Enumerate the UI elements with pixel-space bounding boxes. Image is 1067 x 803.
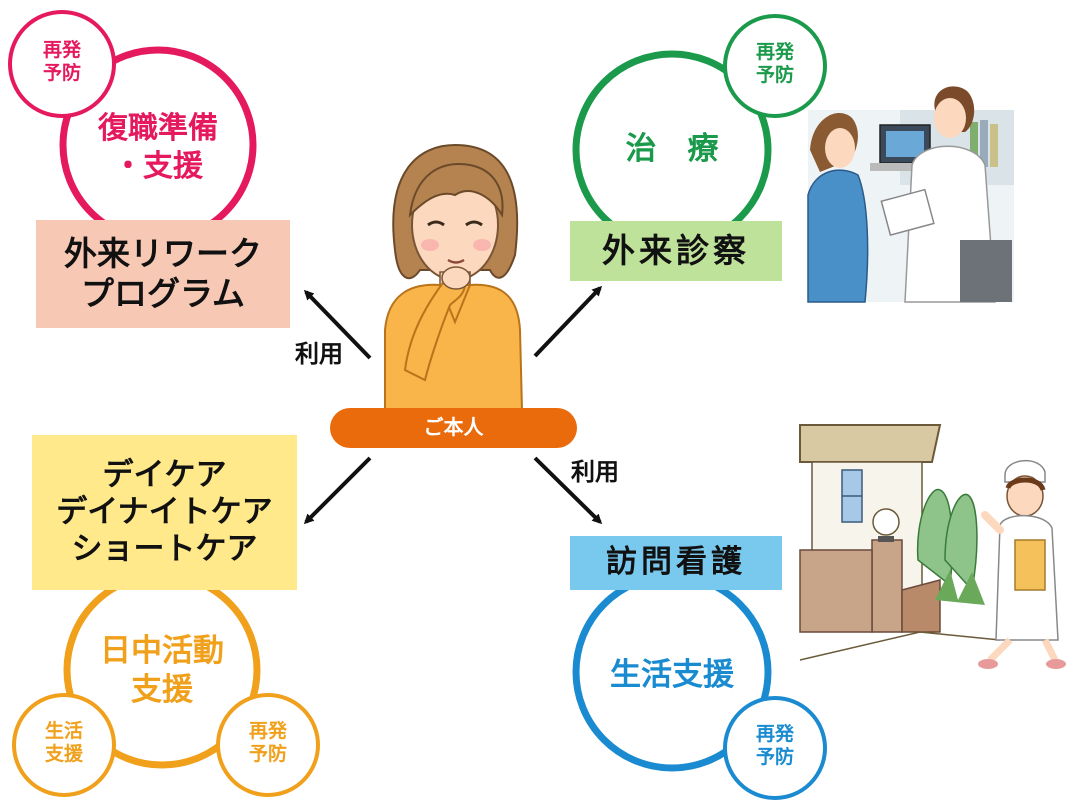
daytime-badge-left-line-2: 支援 xyxy=(44,742,83,765)
daycare-box-label: デイケア デイナイトケア ショートケア xyxy=(56,457,272,569)
life-support-badge-circle xyxy=(723,696,827,800)
treatment-badge-circle xyxy=(723,14,827,118)
arrow-left-use-label: 利用 xyxy=(295,340,343,368)
life-support-badge-label: 再発 予防 xyxy=(735,723,815,769)
arrow-to-rework xyxy=(303,289,372,360)
visit-box: 訪問看護 xyxy=(570,536,782,590)
rework-badge-circle xyxy=(8,10,116,118)
life-support-badge-line-2: 予防 xyxy=(755,745,794,768)
treatment-badge-label: 再発 予防 xyxy=(735,41,815,87)
rework-box: 外来リワーク プログラム xyxy=(36,220,290,328)
rework-circle-label: 復職準備 ・支援 xyxy=(78,110,238,185)
rework-box-line-2: プログラム xyxy=(80,274,245,313)
rework-circle-line-2: ・支援 xyxy=(113,148,203,184)
arrow-right-use-label: 利用 xyxy=(571,458,619,486)
daytime-circle-line-2: 支援 xyxy=(131,671,193,708)
visit-box-label: 訪問看護 xyxy=(606,544,746,581)
woman-illustration xyxy=(384,143,524,411)
daytime-circle-line-1: 日中活動 xyxy=(100,633,224,669)
rework-circle-line-1: 復職準備 xyxy=(98,111,218,146)
arrow-to-visit xyxy=(533,456,603,525)
daytime-badge-left-label: 生活 支援 xyxy=(24,720,104,766)
rework-badge-label: 再発 予防 xyxy=(22,39,102,85)
clinic-box-label: 外来診察 xyxy=(602,231,750,271)
life-support-badge-line-1: 再発 xyxy=(755,723,794,745)
daytime-badge-left-circle xyxy=(12,693,116,797)
treatment-badge-line-2: 予防 xyxy=(755,63,794,86)
clinic-box: 外来診察 xyxy=(570,221,782,281)
arrow-to-clinic xyxy=(533,285,603,358)
daycare-box-line-1: デイケア xyxy=(102,456,227,493)
life-support-circle-label: 生活支援 xyxy=(610,657,734,693)
rework-badge-line-2: 予防 xyxy=(42,61,81,84)
center-label: ご本人 xyxy=(423,415,484,439)
daycare-box: デイケア デイナイトケア ショートケア xyxy=(32,435,297,590)
treatment-badge-line-1: 再発 xyxy=(755,41,794,63)
daytime-circle-label: 日中活動 支援 xyxy=(82,632,242,710)
daytime-badge-right-circle xyxy=(216,693,320,797)
rework-box-line-1: 外来リワーク xyxy=(64,234,262,274)
center-pill xyxy=(330,408,577,448)
daytime-badge-right-line-1: 再発 xyxy=(248,720,287,742)
daycare-box-line-2: デイナイトケア xyxy=(56,493,273,530)
treatment-circle-label: 治 療 xyxy=(625,131,719,167)
rework-box-label: 外来リワーク プログラム xyxy=(64,234,262,313)
arrow-to-daycare xyxy=(303,456,372,525)
daytime-badge-left-line-1: 生活 xyxy=(44,720,83,742)
daytime-badge-right-label: 再発 予防 xyxy=(228,720,308,766)
rework-badge-line-1: 再発 xyxy=(42,39,81,61)
nurse-illustration xyxy=(799,424,1066,669)
daycare-box-line-3: ショートケア xyxy=(71,531,258,568)
doctor-illustration xyxy=(807,86,1014,303)
daytime-badge-right-line-2: 予防 xyxy=(248,742,287,765)
